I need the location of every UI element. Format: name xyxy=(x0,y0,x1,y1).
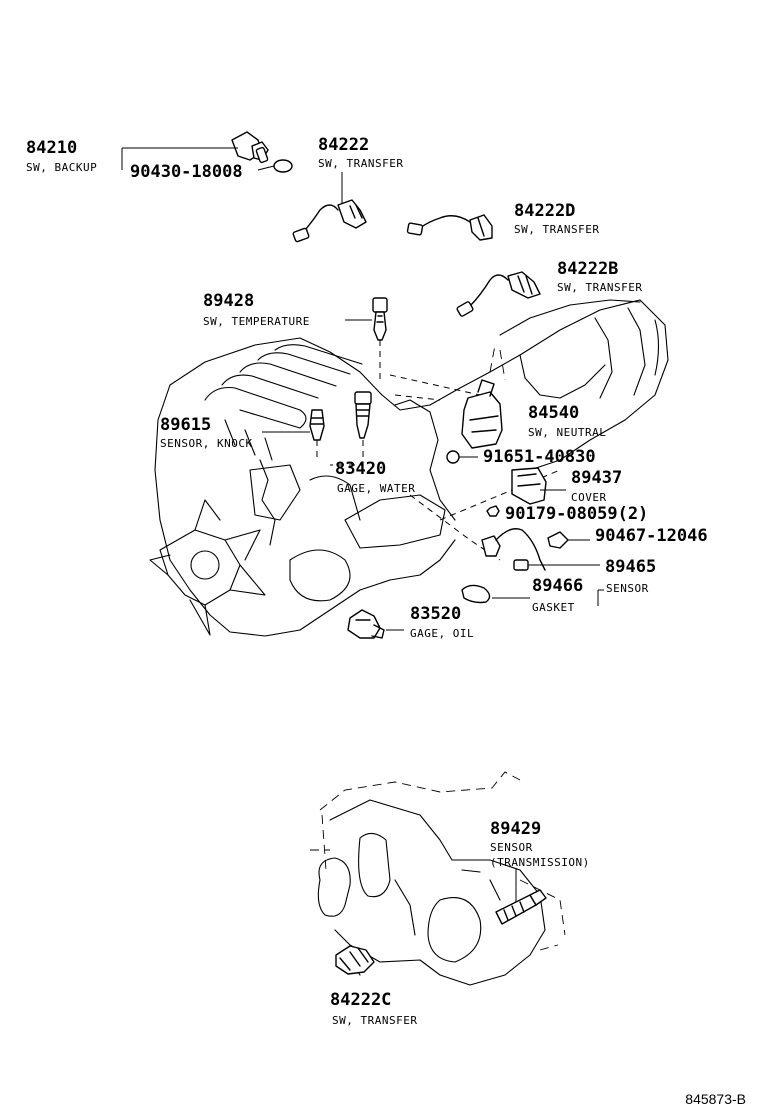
water-gage-icon xyxy=(354,391,372,439)
callout-89428-number: 89428 xyxy=(203,291,254,311)
callout-83420-number: 83420 xyxy=(335,459,386,479)
callout-84222D-number: 84222D xyxy=(514,201,575,221)
transfer-switch-c-icon xyxy=(335,945,375,975)
callout-89429-desc2: (TRANSMISSION) xyxy=(490,856,590,869)
oxygen-sensor-icon xyxy=(481,528,546,571)
callout-89465-number: 89465 xyxy=(605,557,656,577)
clamp-icon xyxy=(547,531,569,549)
neutral-switch-icon xyxy=(461,379,503,449)
callout-89466-desc: GASKET xyxy=(532,601,575,614)
callout-84540-number: 84540 xyxy=(528,403,579,423)
transfer-switch-b-icon xyxy=(456,271,541,317)
callout-89466-number: 89466 xyxy=(532,576,583,596)
callout-84222B-number: 84222B xyxy=(557,259,618,279)
backup-switch-icon xyxy=(231,131,269,164)
callout-89615-number: 89615 xyxy=(160,415,211,435)
callout-84222-desc: SW, TRANSFER xyxy=(318,157,403,170)
callout-83520-number: 83520 xyxy=(410,604,461,624)
transfer-switch-icon xyxy=(292,199,367,243)
nut-icon xyxy=(486,505,500,517)
oil-gage-icon xyxy=(347,609,385,639)
callout-84222C-number: 84222C xyxy=(330,990,391,1010)
callout-84222B-desc: SW, TRANSFER xyxy=(557,281,642,294)
callout-90467-number: 90467-12046 xyxy=(595,526,708,546)
callout-84210-number: 84210 xyxy=(26,138,77,158)
callout-89437-desc: COVER xyxy=(571,491,607,504)
callout-90179-number: 90179-08059(2) xyxy=(505,504,648,524)
bolt-icon xyxy=(446,450,460,464)
transfer-switch-d-icon xyxy=(406,214,493,241)
callout-89429-desc: SENSOR xyxy=(490,841,533,854)
callout-84222-number: 84222 xyxy=(318,135,369,155)
transmission-sensor-icon xyxy=(495,889,547,925)
callout-89428-desc: SW, TEMPERATURE xyxy=(203,315,310,328)
callout-84210-desc: SW, BACKUP xyxy=(26,161,97,174)
cover-icon xyxy=(511,467,547,505)
engine-assembly-icon xyxy=(149,299,669,637)
diagram-reference-number: 845873-B xyxy=(685,1091,746,1107)
callout-84540-desc: SW, NEUTRAL xyxy=(528,426,606,439)
callout-89437-number: 89437 xyxy=(571,468,622,488)
temperature-switch-icon xyxy=(372,297,388,341)
gasket-icon xyxy=(461,584,491,604)
callout-83520-desc: GAGE, OIL xyxy=(410,627,474,640)
callout-89615-desc: SENSOR, KNOCK xyxy=(160,437,253,450)
callout-84222C-desc: SW, TRANSFER xyxy=(332,1014,417,1027)
callout-83420-desc: GAGE, WATER xyxy=(337,482,415,495)
knock-sensor-icon xyxy=(309,409,325,441)
callout-90430-number: 90430-18008 xyxy=(130,162,243,182)
callout-89429-number: 89429 xyxy=(490,819,541,839)
gasket-ring-icon xyxy=(273,159,293,173)
callout-91651-number: 91651-40830 xyxy=(483,447,596,467)
callout-84222D-desc: SW, TRANSFER xyxy=(514,223,599,236)
callout-89465-desc: SENSOR xyxy=(606,582,649,595)
